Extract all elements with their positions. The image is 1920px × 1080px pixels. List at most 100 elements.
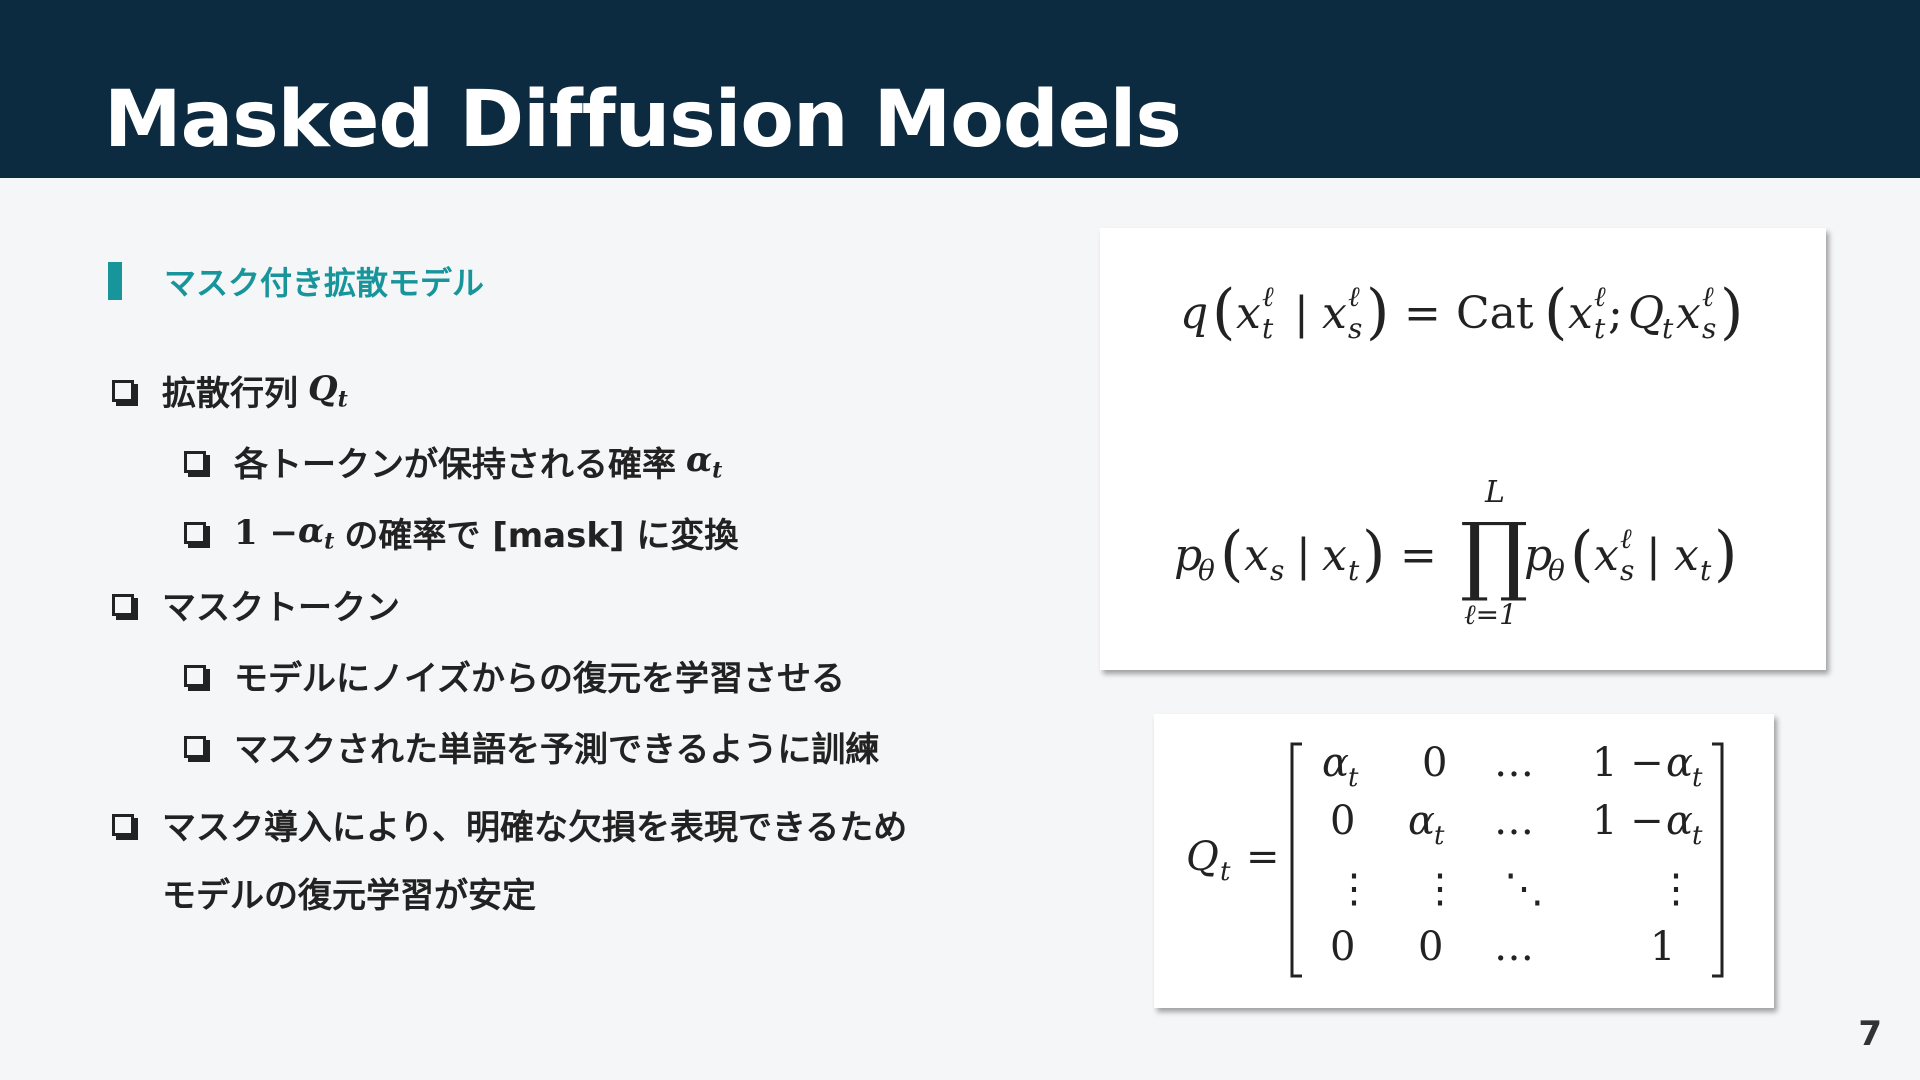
svg-text:q: q bbox=[1180, 288, 1208, 339]
math-symbol: αt bbox=[297, 510, 335, 555]
svg-text:x: x bbox=[1568, 288, 1593, 339]
svg-text:Cat: Cat bbox=[1456, 288, 1534, 339]
forward-equation: q ( x ℓ t | x ℓ s ) = Cat ( x ℓ t ; Q t … bbox=[1180, 277, 1743, 347]
svg-text:s: s bbox=[1702, 312, 1716, 345]
svg-text:): ) bbox=[1362, 519, 1385, 589]
svg-text:(: ( bbox=[1212, 277, 1235, 347]
svg-text:x: x bbox=[1322, 530, 1347, 581]
bullet-text: モデルにノイズからの復元を学習させる bbox=[234, 659, 845, 699]
svg-text:=: = bbox=[1246, 834, 1280, 880]
svg-text:⋮: ⋮ bbox=[1334, 866, 1374, 912]
svg-text:t: t bbox=[1700, 554, 1712, 587]
svg-text:…: … bbox=[1494, 740, 1534, 786]
svg-text:p: p bbox=[1174, 530, 1202, 581]
svg-text:θ: θ bbox=[1548, 554, 1565, 587]
svg-text:0: 0 bbox=[1330, 924, 1355, 970]
checkbox-bullet-icon bbox=[184, 450, 210, 477]
math-symbol: Qt bbox=[308, 368, 348, 413]
svg-text:t: t bbox=[1220, 857, 1231, 887]
svg-text:θ: θ bbox=[1198, 554, 1215, 587]
svg-text:(: ( bbox=[1544, 277, 1567, 347]
bullet-diffusion-matrix: 拡散行列 Qt bbox=[112, 366, 348, 415]
svg-text:x: x bbox=[1676, 288, 1701, 339]
svg-text:⋱: ⋱ bbox=[1504, 866, 1544, 912]
svg-text:α: α bbox=[1408, 798, 1435, 844]
svg-text:⋮: ⋮ bbox=[1656, 866, 1696, 912]
svg-text:ℓ: ℓ bbox=[1620, 522, 1632, 555]
bullet-stable-training-cont: モデルの復元学習が安定 bbox=[162, 868, 536, 917]
svg-text:(: ( bbox=[1220, 519, 1243, 589]
svg-text:x: x bbox=[1236, 288, 1261, 339]
section-accent-bar bbox=[108, 262, 122, 300]
svg-text:x: x bbox=[1594, 530, 1619, 581]
matrix-svg: Q t = αt 0 … 1 − αt 0 αt … 1 − αt ⋮ ⋮ ⋱ … bbox=[1186, 740, 1724, 978]
slide-title: Masked Diffusion Models bbox=[104, 75, 1182, 165]
svg-text:): ) bbox=[1366, 277, 1389, 347]
checkbox-bullet-icon bbox=[184, 735, 210, 762]
title-banner: Masked Diffusion Models bbox=[0, 0, 1920, 178]
bullet-stable-training: マスク導入により、明確な欠損を表現できるため bbox=[112, 800, 907, 849]
reverse-equation: p θ ( x s | x t ) = L ∏ ℓ=1 p θ ( x ℓ s … bbox=[1174, 475, 1737, 631]
svg-text:=: = bbox=[1400, 530, 1437, 581]
svg-text:α: α bbox=[1666, 740, 1693, 786]
bullet-text: マスクされた単語を予測できるように訓練 bbox=[234, 730, 880, 770]
section-label: マスク付き拡散モデル bbox=[164, 264, 485, 302]
svg-text:): ) bbox=[1714, 519, 1737, 589]
svg-text:ℓ: ℓ bbox=[1702, 280, 1714, 313]
svg-text:t: t bbox=[1348, 554, 1360, 587]
bullet-text: 拡散行列 bbox=[162, 374, 298, 414]
svg-text:|: | bbox=[1296, 530, 1311, 581]
svg-text:ℓ=1: ℓ=1 bbox=[1464, 598, 1517, 631]
bullet-retain-probability: 各トークンが保持される確率 αt bbox=[184, 437, 722, 486]
svg-text:x: x bbox=[1244, 530, 1269, 581]
svg-text:L: L bbox=[1484, 475, 1505, 510]
svg-text:=: = bbox=[1404, 288, 1441, 339]
svg-text:0: 0 bbox=[1422, 740, 1447, 786]
bullet-text: マスクトークン bbox=[162, 588, 400, 628]
svg-text:t: t bbox=[1692, 821, 1703, 851]
checkbox-bullet-icon bbox=[184, 664, 210, 691]
svg-text:x: x bbox=[1322, 288, 1347, 339]
equations-card: q ( x ℓ t | x ℓ s ) = Cat ( x ℓ t ; Q t … bbox=[1100, 228, 1826, 670]
svg-text:s: s bbox=[1270, 554, 1284, 587]
svg-text:|: | bbox=[1294, 288, 1309, 339]
matrix-equation: Q t = αt 0 … 1 − αt 0 αt … 1 − αt ⋮ ⋮ ⋱ … bbox=[1186, 740, 1724, 978]
checkbox-bullet-icon bbox=[184, 521, 210, 548]
svg-text:1 −: 1 − bbox=[1592, 740, 1664, 786]
bullet-text-line2: モデルの復元学習が安定 bbox=[162, 876, 536, 916]
svg-text:t: t bbox=[1262, 312, 1274, 345]
math-symbol: αt bbox=[686, 439, 723, 484]
svg-text:p: p bbox=[1524, 530, 1552, 581]
svg-text:t: t bbox=[1594, 312, 1606, 345]
svg-text:1 −: 1 − bbox=[1592, 798, 1664, 844]
svg-text:α: α bbox=[1666, 798, 1693, 844]
svg-text:s: s bbox=[1348, 312, 1362, 345]
svg-text:ℓ: ℓ bbox=[1348, 280, 1360, 313]
checkbox-bullet-icon bbox=[112, 593, 138, 620]
bullet-mask-token: マスクトークン bbox=[112, 580, 400, 629]
svg-text:t: t bbox=[1692, 763, 1703, 793]
svg-text:Q: Q bbox=[1186, 834, 1219, 880]
svg-text:t: t bbox=[1434, 821, 1445, 851]
bullet-predict-masked: マスクされた単語を予測できるように訓練 bbox=[184, 722, 879, 771]
bullet-text: の確率で [mask] に変換 bbox=[344, 516, 739, 556]
svg-text:ℓ: ℓ bbox=[1594, 280, 1606, 313]
svg-text:): ) bbox=[1720, 277, 1743, 347]
svg-text:α: α bbox=[1322, 740, 1349, 786]
bullet-denoise-learning: モデルにノイズからの復元を学習させる bbox=[184, 651, 845, 700]
svg-text:ℓ: ℓ bbox=[1262, 280, 1274, 313]
section-heading: マスク付き拡散モデル bbox=[108, 262, 484, 302]
svg-text:∏: ∏ bbox=[1460, 505, 1528, 605]
bullet-mask-probability: 1 − αt の確率で [mask] に変換 bbox=[184, 508, 738, 557]
svg-text:1: 1 bbox=[1650, 924, 1675, 970]
checkbox-bullet-icon bbox=[112, 379, 138, 406]
svg-text:…: … bbox=[1494, 798, 1534, 844]
svg-text:|: | bbox=[1646, 530, 1661, 581]
svg-text:0: 0 bbox=[1418, 924, 1443, 970]
svg-text:Q: Q bbox=[1628, 288, 1664, 339]
page-number: 7 bbox=[1858, 1014, 1882, 1054]
svg-text:s: s bbox=[1620, 554, 1634, 587]
svg-text:t: t bbox=[1662, 312, 1674, 345]
svg-text:…: … bbox=[1494, 924, 1534, 970]
